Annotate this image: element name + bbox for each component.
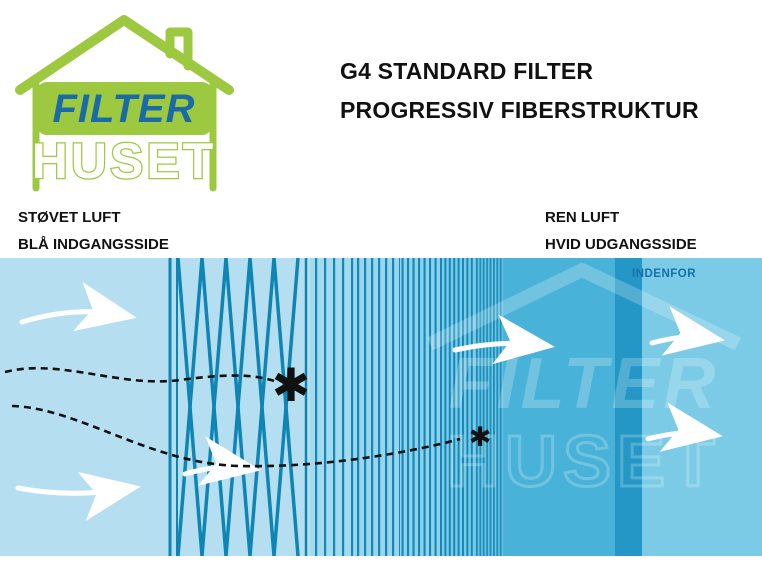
captured-particle-small-icon: ✱ — [469, 422, 492, 452]
diagram-title: G4 STANDARD FILTER PROGRESSIV FIBERSTRUK… — [340, 52, 699, 130]
zone-fiber-coarse — [310, 258, 355, 556]
logo-text-filter: FILTER — [52, 87, 195, 131]
airflow-arrow-clean-mid — [452, 314, 555, 365]
outlet-label-line-2: HVID UDGANGSSIDE — [545, 236, 697, 253]
zone-dense-media — [503, 258, 615, 556]
logo-banner — [37, 82, 212, 135]
title-line-1: G4 STANDARD FILTER — [340, 58, 594, 84]
particle-paths — [4, 366, 461, 468]
zone-media-backing — [615, 258, 642, 556]
watermark-text-filter: FILTER — [449, 344, 720, 424]
logo-text-huset: HUSET — [32, 133, 216, 189]
filterhuset-logo: FILTER HUSET — [10, 6, 240, 196]
title-line-2: PROGRESSIV FIBERSTRUKTUR — [340, 97, 699, 123]
inlet-label: STØVET LUFT BLÅ INDGANGSSIDE — [18, 204, 169, 258]
inlet-label-line-2: BLÅ INDGANGSSIDE — [18, 236, 169, 253]
airflow-arrow-outlet-top — [649, 306, 725, 356]
airflow-arrow-outlet-mid — [645, 402, 723, 452]
zone-fiber-fine — [400, 258, 440, 556]
zone-fiber-finer — [440, 258, 475, 556]
logo-house-chimney-icon — [165, 27, 193, 71]
filter-cross-section: FILTER HUSET — [0, 256, 762, 558]
outlet-label-line-1: REN LUFT — [545, 209, 620, 226]
outlet-label: REN LUFT HVID UDGANGSSIDE — [545, 204, 697, 258]
airflow-arrows — [15, 281, 725, 522]
zone-fiber-medium — [355, 258, 400, 556]
inlet-label-line-1: STØVET LUFT — [18, 209, 121, 226]
logo-house-roof — [15, 15, 234, 95]
captured-particle-large-icon: ✱ — [272, 359, 311, 411]
indenfor-label: INDENFOR — [632, 268, 696, 280]
filterhuset-logo-graphic: FILTER HUSET — [15, 15, 234, 192]
particle-path-small — [11, 404, 461, 468]
filter-cross-section-graphic: FILTER HUSET — [0, 256, 762, 558]
zone-fiber-finest — [475, 258, 503, 556]
airflow-arrow-mid-bottom — [182, 436, 261, 486]
pleated-filter-zigzag — [168, 256, 308, 558]
airflow-arrow-inlet-bottom — [15, 471, 141, 522]
airflow-arrow-inlet-top — [19, 281, 137, 332]
